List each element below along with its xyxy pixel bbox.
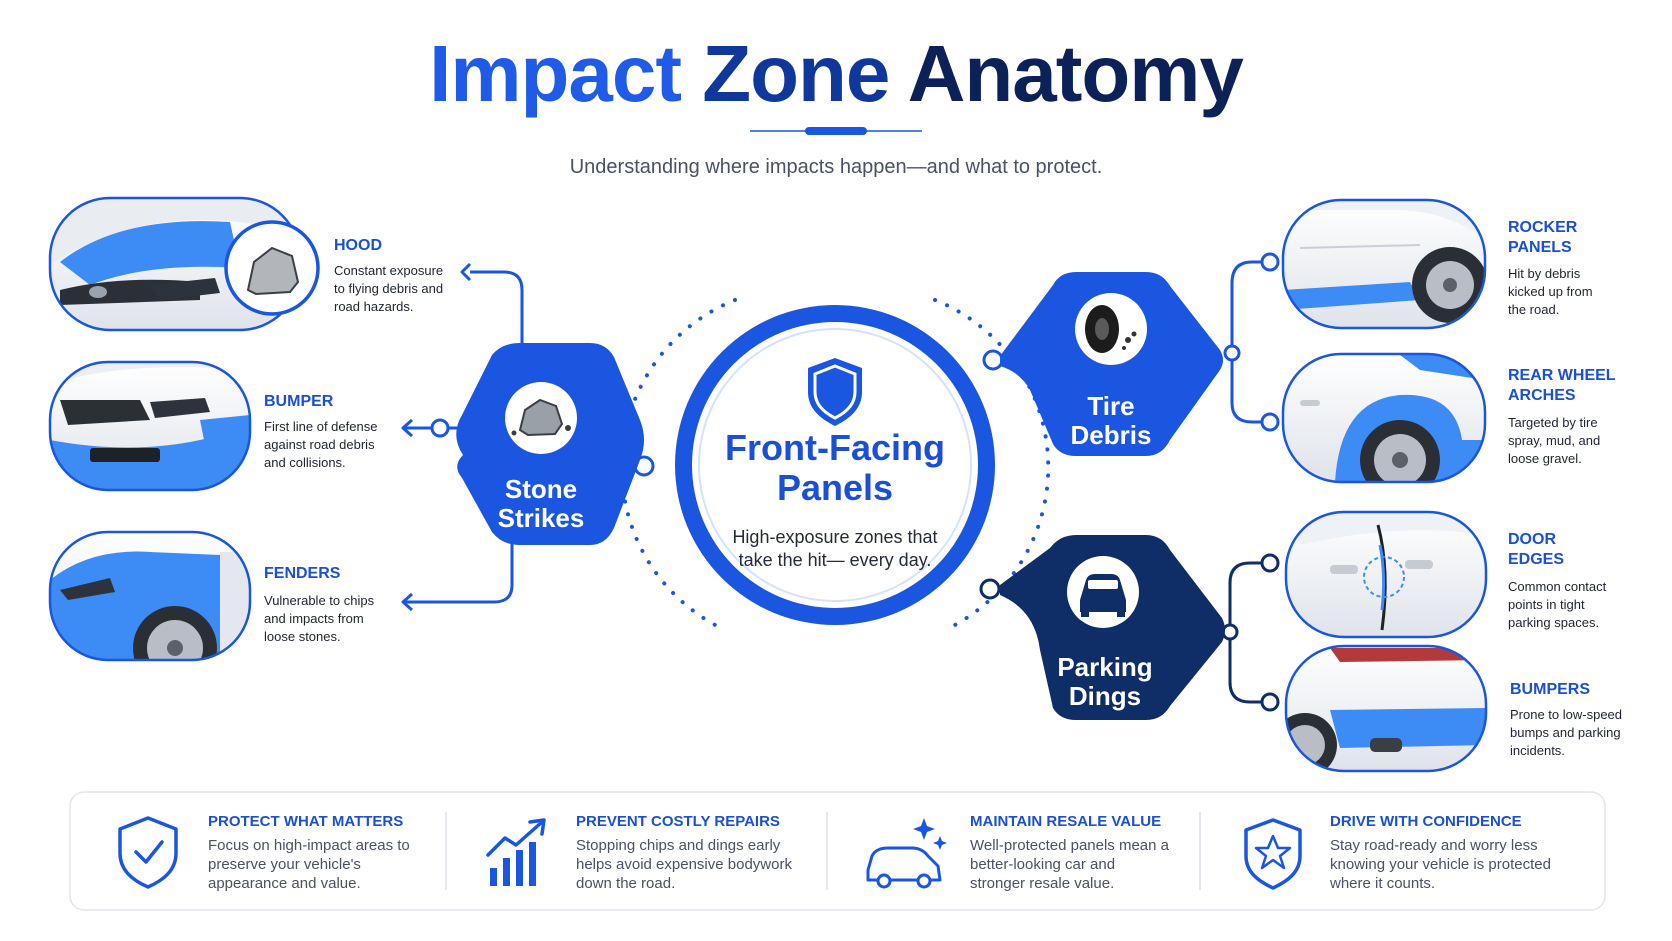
benefit-title-resale: MAINTAIN RESALE VALUE bbox=[970, 813, 1162, 830]
growth-chart-icon bbox=[486, 818, 546, 886]
zone-title-fenders: FENDERS bbox=[264, 565, 341, 582]
zone-title-hood: HOOD bbox=[334, 237, 382, 254]
rocker-image bbox=[1281, 198, 1487, 330]
center-title: Front-Facing Panels bbox=[725, 427, 945, 508]
rbumper-connector-dot bbox=[1260, 692, 1280, 712]
zone-desc-bumpers: Prone to low-speed bumps and parking inc… bbox=[1510, 707, 1623, 758]
benefit-title-confidence: DRIVE WITH CONFIDENCE bbox=[1330, 813, 1522, 830]
zone-title-rocker-panels: ROCKER PANELS bbox=[1508, 219, 1578, 256]
rocker-connector-dot bbox=[1260, 252, 1280, 272]
rear-bumpers-image bbox=[1284, 644, 1488, 773]
hood-image bbox=[48, 196, 320, 332]
benefit-desc-prevent: Stopping chips and dings early helps avo… bbox=[576, 837, 792, 892]
zone-desc-door-edges: Common contact points in tight parking s… bbox=[1508, 579, 1607, 630]
zone-title-bumper: BUMPER bbox=[264, 393, 334, 410]
center-description: High-exposure zones that take the hit— e… bbox=[732, 527, 938, 570]
zone-title-bumpers: BUMPERS bbox=[1510, 681, 1591, 698]
sparkle-car-icon bbox=[866, 818, 947, 889]
star-badge-icon bbox=[1244, 818, 1302, 890]
zone-desc-rear-wheel-arches: Targeted by tire spray, mud, and loose g… bbox=[1508, 415, 1601, 466]
page-subtitle: Understanding where impacts happen—and w… bbox=[569, 156, 1103, 178]
hub-stone-strikes bbox=[456, 343, 644, 545]
car-front-icon bbox=[1080, 574, 1126, 617]
rear-arch-image bbox=[1281, 352, 1487, 484]
title-word-anatomy: Anatomy bbox=[907, 29, 1244, 118]
benefit-title-protect: PROTECT WHAT MATTERS bbox=[208, 813, 404, 830]
title-word-impact: Impact bbox=[429, 29, 682, 118]
rock-icon bbox=[511, 398, 571, 437]
parking-connectors bbox=[1228, 561, 1270, 704]
hub-parking-dings bbox=[1000, 535, 1225, 720]
hub-label-tire-debris: Tire Debris bbox=[1070, 391, 1152, 450]
zone-title-rear-wheel-arches: REAR WHEEL ARCHES bbox=[1508, 367, 1616, 404]
benefit-desc-protect: Focus on high-impact areas to preserve y… bbox=[208, 837, 410, 892]
parking-center-dot bbox=[979, 578, 1001, 600]
center-circle bbox=[675, 305, 995, 625]
parking-junction-dot bbox=[1221, 623, 1239, 641]
tire-icon bbox=[1085, 305, 1137, 353]
title-word-zone: Zone bbox=[702, 29, 890, 118]
hub-tire-debris bbox=[1000, 272, 1223, 456]
zone-desc-fenders: Vulnerable to chips and impacts from loo… bbox=[264, 593, 375, 644]
tire-junction-dot bbox=[1223, 344, 1241, 362]
zone-desc-hood: Constant exposure to flying debris and r… bbox=[334, 263, 444, 314]
page-title: Impact Zone Anatomy bbox=[0, 28, 1672, 120]
tire-connectors bbox=[1230, 260, 1270, 424]
benefit-title-prevent: PREVENT COSTLY REPAIRS bbox=[576, 813, 780, 830]
title-underline bbox=[750, 127, 922, 135]
hub-label-parking-dings: Parking Dings bbox=[1057, 652, 1153, 711]
zone-desc-bumper: First line of defense against road debri… bbox=[264, 419, 378, 470]
benefit-desc-resale: Well-protected panels mean a better-look… bbox=[970, 837, 1169, 892]
bumper-image bbox=[48, 360, 252, 492]
arch-connector-dot bbox=[1260, 412, 1280, 432]
benefit-desc-confidence: Stay road-ready and worry less knowing y… bbox=[1330, 837, 1551, 892]
shield-icon bbox=[808, 358, 862, 426]
benefits-panel bbox=[69, 791, 1606, 911]
hub-label-stone-strikes: Stone Strikes bbox=[497, 474, 585, 533]
zone-desc-rocker-panels: Hit by debris kicked up from the road. bbox=[1508, 266, 1593, 317]
fenders-image bbox=[48, 530, 252, 662]
shield-check-icon bbox=[118, 816, 178, 889]
door-connector-dot bbox=[1260, 553, 1280, 573]
zone-title-door-edges: DOOR EDGES bbox=[1508, 531, 1565, 568]
door-edges-image bbox=[1284, 510, 1488, 639]
tire-center-dot bbox=[982, 349, 1004, 371]
bumper-connector-dot bbox=[430, 418, 450, 438]
